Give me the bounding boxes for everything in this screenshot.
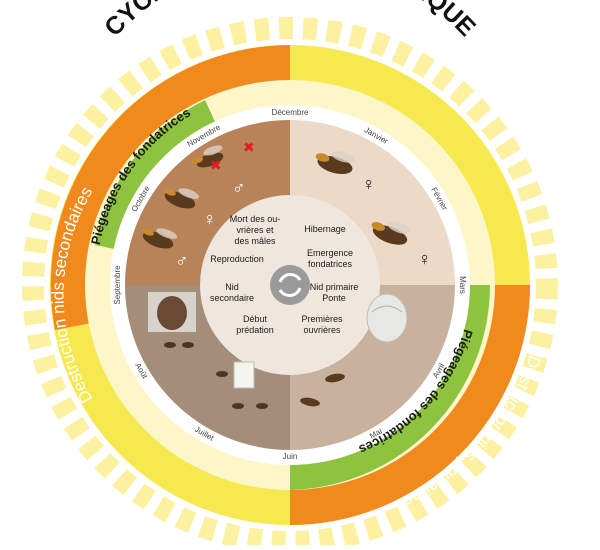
month-label: Septembre [113, 265, 122, 305]
cross-icon-2: ✖ [210, 157, 222, 173]
phrase-emergence-line2: fondatrices [308, 259, 353, 269]
cross-icon-1: ✖ [243, 139, 255, 155]
phrase-reproduction: Reproduction [210, 254, 264, 264]
center-phrases: Mort des ou- vrières et des mâles Reprod… [210, 214, 358, 335]
month-label: Mars [458, 276, 467, 294]
phrase-nid-secondaire-line1: Nid [225, 282, 239, 292]
cycle-icon [270, 265, 310, 305]
phrase-debut-line2: prédation [236, 325, 274, 335]
phrase-nid-primaire-line1: Nid primaire [310, 282, 359, 292]
outer-segment-ring [22, 17, 558, 550]
male-symbol-2: ♂ [175, 251, 189, 271]
hornet-icon-summer-group [164, 342, 268, 409]
trap-illustration [233, 361, 255, 389]
primary-nest-stripe [371, 305, 403, 313]
outer-dash-ring [22, 17, 558, 550]
hornet-illustrations [142, 145, 411, 409]
female-symbol-1: ♀ [203, 209, 217, 229]
female-symbol-3: ♀ [418, 249, 432, 269]
phrase-mort-line3: des mâles [234, 236, 276, 246]
male-symbol-1: ♂ [232, 178, 246, 198]
month-label: Décembre [272, 108, 309, 117]
hornet-icon-winter-1 [315, 151, 356, 175]
cycle-arrow-top [278, 273, 302, 283]
secondary-nest-icon [157, 296, 187, 330]
phrase-nid-primaire-line2: Ponte [322, 293, 346, 303]
hornet-icon-autumn-1 [191, 145, 224, 168]
phrase-premieres-line2: ouvrières [303, 325, 341, 335]
phrase-debut-line1: Début [243, 314, 268, 324]
primary-nest-photo [366, 293, 408, 343]
hornet-icon-spring-1 [325, 373, 345, 383]
phrase-premieres-line1: Premières [301, 314, 343, 324]
secondary-nest-photo [148, 292, 196, 332]
trap-icon [233, 361, 255, 389]
gender-symbols: ♂ ♀ ♂ ♀ ♀ [175, 174, 432, 271]
hornet-icon-winter-2 [371, 221, 411, 245]
primary-nest-icon [366, 293, 408, 343]
hornet-icon-spring-2 [300, 397, 320, 407]
cycle-arrow-bottom [278, 287, 302, 297]
phrase-nid-secondaire-line2: secondaire [210, 293, 254, 303]
death-crosses: ✖ ✖ [210, 139, 255, 173]
phrase-hibernage: Hibernage [304, 224, 346, 234]
phrase-mort-line1: Mort des ou- [230, 214, 281, 224]
phrase-mort-line2: vrières et [236, 225, 274, 235]
hornet-icon-autumn-3 [142, 228, 178, 249]
month-label: Juin [283, 452, 298, 461]
hornet-icon-autumn-2 [164, 188, 200, 209]
phrase-emergence-line1: Emergence [307, 248, 353, 258]
female-symbol-2: ♀ [362, 174, 376, 194]
